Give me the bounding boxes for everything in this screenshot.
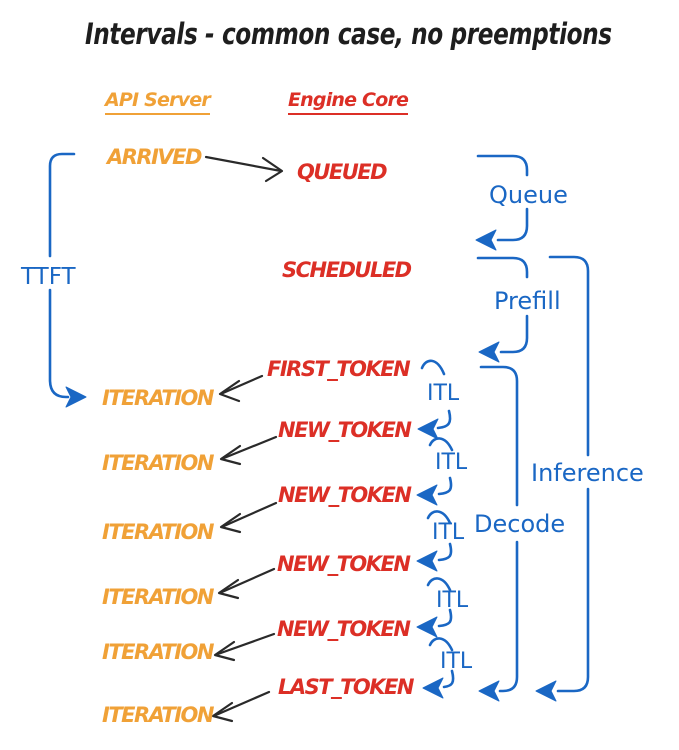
new-token-4-to-iteration-connector	[213, 632, 276, 662]
event-iteration-5: ITERATION	[102, 640, 214, 664]
itl-bracket-1	[417, 359, 452, 440]
decode-bracket	[478, 365, 519, 702]
itl-bracket-4	[416, 577, 453, 638]
left-arrowhead-icon	[211, 701, 234, 723]
event-iteration-3: ITERATION	[102, 520, 214, 544]
inference-arrow-icon	[535, 680, 557, 702]
column-header-api-server: API Server	[105, 91, 211, 115]
ttft-bracket	[48, 152, 87, 408]
event-last-token: LAST_TOKEN	[278, 675, 414, 699]
itl-arrow-icon-3	[416, 550, 438, 572]
itl-bracket-3	[416, 510, 453, 572]
right-arrowhead-icon	[261, 156, 284, 183]
left-arrowhead-icon	[217, 578, 240, 600]
first-token-to-iteration-connector	[218, 374, 264, 403]
itl-arrow-icon-4	[416, 616, 438, 638]
interval-label-itl-2: ITL	[435, 450, 468, 475]
new-token-3-to-iteration-connector	[217, 567, 276, 600]
ttft-arrow-icon	[65, 386, 87, 408]
event-iteration-6: ITERATION	[102, 703, 214, 727]
interval-label-itl-3: ITL	[432, 520, 465, 545]
interval-label-prefill: Prefill	[494, 287, 561, 315]
interval-label-queue: Queue	[489, 181, 568, 209]
event-iteration-4: ITERATION	[102, 585, 214, 609]
event-new-token-4: NEW_TOKEN	[277, 617, 411, 641]
itl-arrow-icon-5	[422, 677, 444, 699]
last-token-to-iteration-connector	[211, 690, 271, 723]
event-new-token-3: NEW_TOKEN	[277, 552, 411, 576]
new-token-1-to-iteration-connector	[219, 435, 278, 466]
new-token-2-to-iteration-connector	[219, 501, 278, 534]
itl-bracket-5	[422, 637, 455, 699]
event-iteration-2: ITERATION	[102, 451, 214, 475]
event-arrived: ARRIVED	[107, 145, 202, 169]
prefill-arrow-icon	[478, 341, 500, 363]
event-first-token: FIRST_TOKEN	[267, 357, 411, 381]
interval-label-itl-1: ITL	[427, 381, 460, 406]
event-new-token-2: NEW_TOKEN	[278, 483, 412, 507]
itl-arrow-icon-2	[416, 484, 438, 506]
event-new-token-1: NEW_TOKEN	[278, 418, 412, 442]
queue-bracket	[475, 154, 529, 251]
left-arrowhead-icon	[218, 379, 241, 403]
inference-bracket	[535, 255, 590, 702]
event-scheduled: SCHEDULED	[282, 258, 412, 282]
itl-bracket-2	[416, 437, 454, 506]
queue-arrow-icon	[475, 229, 497, 251]
interval-label-ttft: TTFT	[21, 264, 76, 290]
column-header-engine-core: Engine Core	[288, 91, 409, 115]
itl-arrow-icon-1	[417, 418, 439, 440]
decode-arrow-icon	[478, 680, 500, 702]
left-arrowhead-icon	[219, 444, 242, 466]
prefill-bracket	[476, 256, 529, 363]
left-arrowhead-icon	[219, 512, 242, 534]
event-iteration-1: ITERATION	[102, 386, 214, 410]
interval-label-inference: Inference	[531, 459, 644, 487]
arrived-to-queued-connector	[204, 155, 284, 183]
left-arrowhead-icon	[213, 640, 236, 662]
interval-label-itl-5: ITL	[440, 649, 473, 674]
diagram-title: Intervals - common case, no preemptions	[85, 17, 612, 51]
event-queued: QUEUED	[297, 160, 388, 184]
interval-label-itl-4: ITL	[436, 588, 469, 613]
interval-label-decode: Decode	[474, 510, 566, 538]
